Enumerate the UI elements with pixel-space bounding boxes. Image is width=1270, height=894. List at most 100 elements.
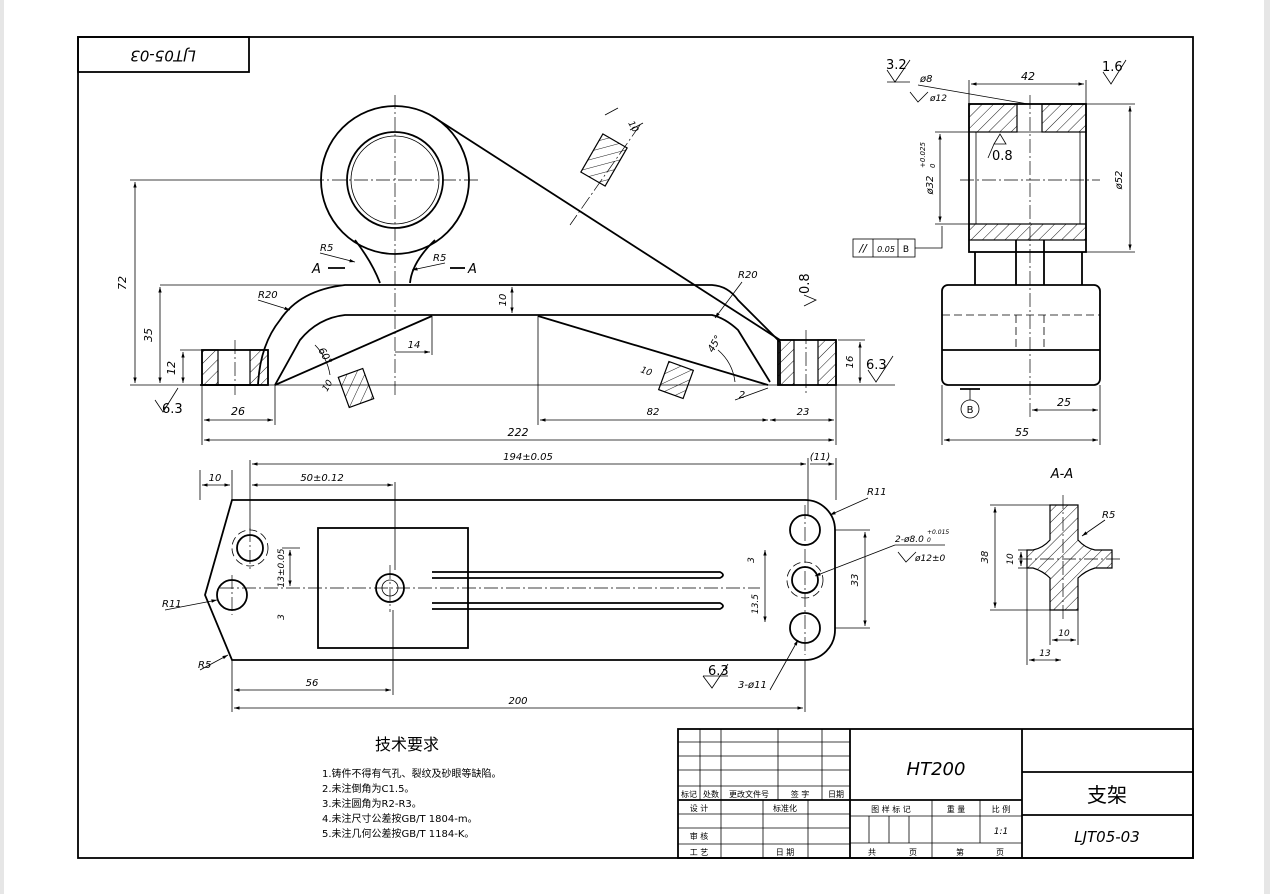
dim-10-section-h: 10 (1058, 629, 1070, 639)
dim-d32: ø32 +0.025 0 (919, 142, 937, 196)
rib-thickness-top: 10 (625, 120, 640, 135)
technical-requirements: 技术要求 1.铸件不得有气孔、裂纹及砂眼等缺陷。 2.未注倒角为C1.5。 3.… (322, 735, 502, 840)
dim-26: 26 (231, 405, 245, 418)
tech-req-item-4: 4.未注尺寸公差按GB/T 1804-m。 (322, 812, 478, 825)
roughness-1-6: 1.6 (1102, 60, 1123, 75)
front-view: 72 35 12 26 222 14 10 82 23 16 2 R5 R5 R… (116, 95, 895, 445)
tech-req-title: 技术要求 (375, 735, 439, 754)
dim-3-right: 3 (747, 557, 757, 563)
section-title: A-A (1050, 467, 1073, 482)
tb-date: 日期 (828, 790, 844, 799)
side-view: 42 ø52 ø32 +0.025 0 ø8 ø12 55 25 3.2 1.6… (852, 58, 1135, 445)
dim-d52: ø52 (1114, 171, 1125, 191)
radius-r20-right: R20 (738, 270, 758, 281)
dim-55: 55 (1015, 426, 1029, 439)
dim-35: 35 (142, 328, 155, 342)
dim-82: 82 (647, 407, 660, 418)
dim-d8: ø8 (919, 74, 932, 85)
roughness-top-view: 6.3 (708, 664, 729, 679)
tb-scale-value: 1:1 (994, 827, 1008, 837)
roughness-0-8: 0.8 (992, 149, 1013, 164)
dim-2: 2 (739, 390, 745, 401)
radius-r11-right: R11 (867, 487, 887, 498)
dim-42: 42 (1021, 70, 1035, 83)
tech-req-item-3: 3.未注圆角为R2-R3。 (322, 797, 422, 810)
svg-text:2-ø8.0: 2-ø8.0 (895, 535, 924, 545)
dim-50: 50±0.12 (300, 473, 343, 484)
drawing-border (77, 36, 1194, 859)
dim-14: 14 (408, 340, 421, 351)
rib-thickness-left: 10 (321, 378, 336, 393)
svg-text:ø32: ø32 (925, 176, 936, 196)
dim-11: (11) (810, 452, 831, 463)
roughness-left: 6.3 (162, 402, 183, 417)
dim-counterbore: ø12±0 (914, 554, 945, 564)
tb-page: 页 (909, 848, 917, 857)
dim-2-holes: 2-ø8.0 +0.015 0 (895, 529, 949, 545)
dim-3-holes: 3-ø11 (738, 680, 767, 691)
radius-r20-left: R20 (258, 290, 278, 301)
svg-text:+0.015: +0.015 (927, 529, 949, 536)
tb-total: 共 (868, 848, 876, 857)
svg-text:+0.025: +0.025 (919, 142, 927, 168)
rib-thickness-right: 10 (639, 365, 653, 378)
part-name: 支架 (1087, 783, 1127, 807)
section-mark-right: A (467, 262, 477, 277)
tb-mark: 标记 (681, 789, 697, 799)
tb-scale: 比 例 (992, 804, 1011, 814)
radius-r5-section: R5 (1102, 510, 1115, 521)
tolerance-value: 0.05 (877, 245, 895, 254)
dim-194: 194±0.05 (503, 452, 553, 463)
dim-10-arm: 10 (498, 294, 509, 307)
dim-10-section-v: 10 (1006, 553, 1016, 565)
dim-33: 33 (850, 574, 861, 587)
tb-sign: 签 字 (791, 789, 810, 799)
radius-r5-right: R5 (433, 253, 446, 264)
tb-design: 设 计 (690, 803, 709, 813)
dim-56: 56 (306, 678, 319, 689)
tolerance-datum: B (903, 245, 909, 255)
tb-weight: 重 量 (947, 804, 966, 814)
tech-req-item-1: 1.铸件不得有气孔、裂纹及砂眼等缺陷。 (322, 767, 502, 780)
material: HT200 (907, 759, 966, 780)
drawing-number: LJT05-03 (1074, 828, 1140, 846)
radius-r11-left: R11 (162, 599, 182, 610)
tech-req-item-2: 2.未注倒角为C1.5。 (322, 782, 414, 795)
dim-3-left: 3 (277, 614, 287, 620)
svg-text:0: 0 (927, 537, 931, 544)
dim-222: 222 (508, 426, 529, 439)
svg-text:0: 0 (929, 163, 937, 168)
dim-25: 25 (1057, 396, 1071, 409)
section-mark-left: A (311, 262, 321, 277)
tb-count: 处数 (703, 789, 719, 799)
datum-b-label: B (967, 405, 974, 416)
tb-page-2: 页 (996, 848, 1004, 857)
dim-12: 12 (165, 361, 178, 375)
roughness-right: 6.3 (866, 358, 887, 373)
angle-60: 60° (315, 346, 333, 367)
tb-stage-mark: 图 样 标 记 (871, 804, 911, 814)
tb-standardize: 标准化 (773, 803, 797, 813)
tb-date2: 日 期 (776, 848, 795, 857)
dim-d12: ø12 (929, 94, 947, 104)
dim-16: 16 (845, 356, 856, 369)
drawing-code-box: LJT05-03 (77, 36, 250, 73)
dim-38-section: 38 (980, 551, 991, 564)
tolerance-symbol: // (858, 242, 868, 255)
tech-req-item-5: 5.未注几何公差按GB/T 1184-K。 (322, 827, 474, 840)
dim-23: 23 (797, 407, 810, 418)
dim-72: 72 (116, 276, 129, 290)
tb-review: 审 核 (690, 831, 709, 841)
title-block: 标记 处数 更改文件号 签 字 日期 设 计 标准化 审 核 工 艺 日 期 H… (677, 728, 1194, 859)
radius-r5-left: R5 (320, 243, 333, 254)
radius-r5-top: R5 (198, 660, 211, 671)
tb-process: 工 艺 (690, 848, 709, 857)
dim-13-5: 13.5 (751, 594, 761, 614)
dim-13-tol: 13±0.05 (277, 548, 287, 587)
section-view: A-A R5 38 10 10 13 (980, 467, 1120, 665)
dim-10-top: 10 (209, 473, 222, 484)
roughness-3-2: 3.2 (886, 58, 907, 73)
tb-change-doc: 更改文件号 (729, 789, 769, 799)
top-view: 10 50±0.12 194±0.05 (11) R11 R11 R5 13±0… (162, 452, 949, 712)
